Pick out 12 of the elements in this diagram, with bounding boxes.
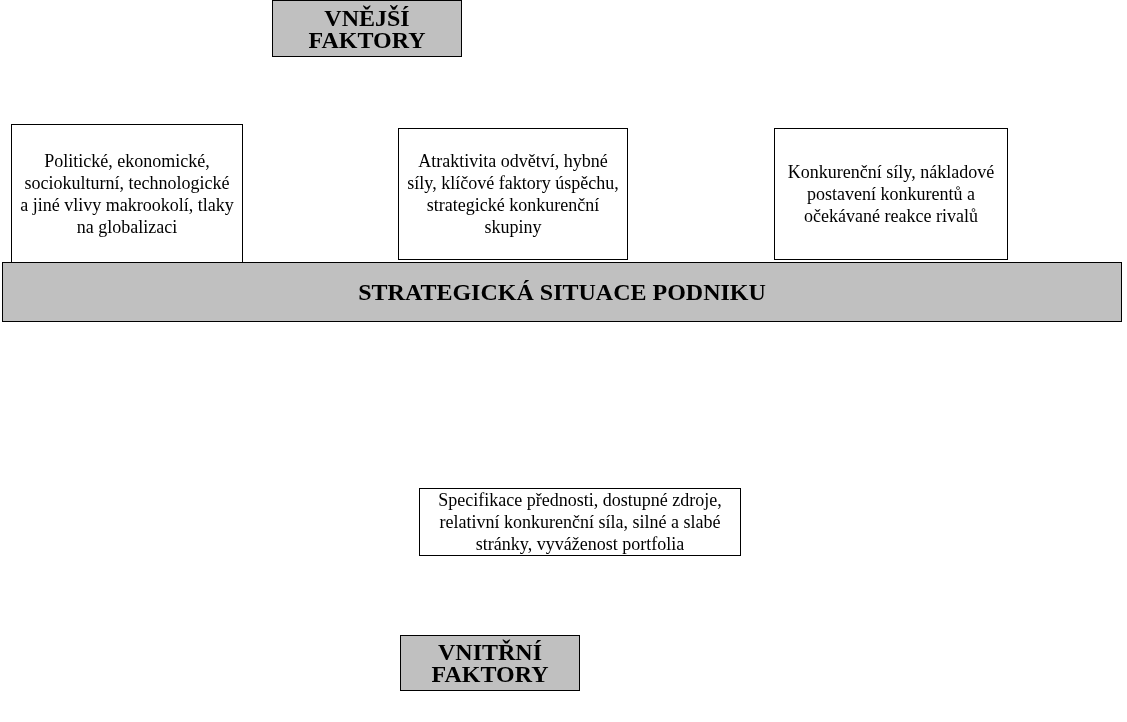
heading-text: VNĚJŠÍ FAKTORY: [307, 6, 427, 51]
heading-band: [2, 262, 1122, 322]
heading-text: STRATEGICKÁ SITUACE PODNIKU: [358, 281, 766, 303]
description-text: Specifikace přednosti, dostupné zdroje, relativní konkurenční síla, silné a slabé stránky, vyváženost portfolia: [437, 489, 723, 555]
heading-text: VNITŘNÍ FAKTORY: [430, 641, 550, 685]
heading-box: [400, 635, 580, 691]
description-text: Atraktivita odvětví, hybné síly, klíčové faktory úspěchu, strategické konkurenční skupiny: [407, 150, 619, 238]
description-text: Konkurenční síly, nákladové postavení konkurentů a očekávané reakce rivalů: [786, 161, 996, 227]
description-text: Politické, ekonomické, sociokulturní, technologické a jiné vlivy makrookolí, tlaky na globalizaci: [20, 150, 234, 238]
factor-box: [398, 128, 628, 260]
factor-box: [774, 128, 1008, 260]
heading-box: [272, 0, 462, 57]
